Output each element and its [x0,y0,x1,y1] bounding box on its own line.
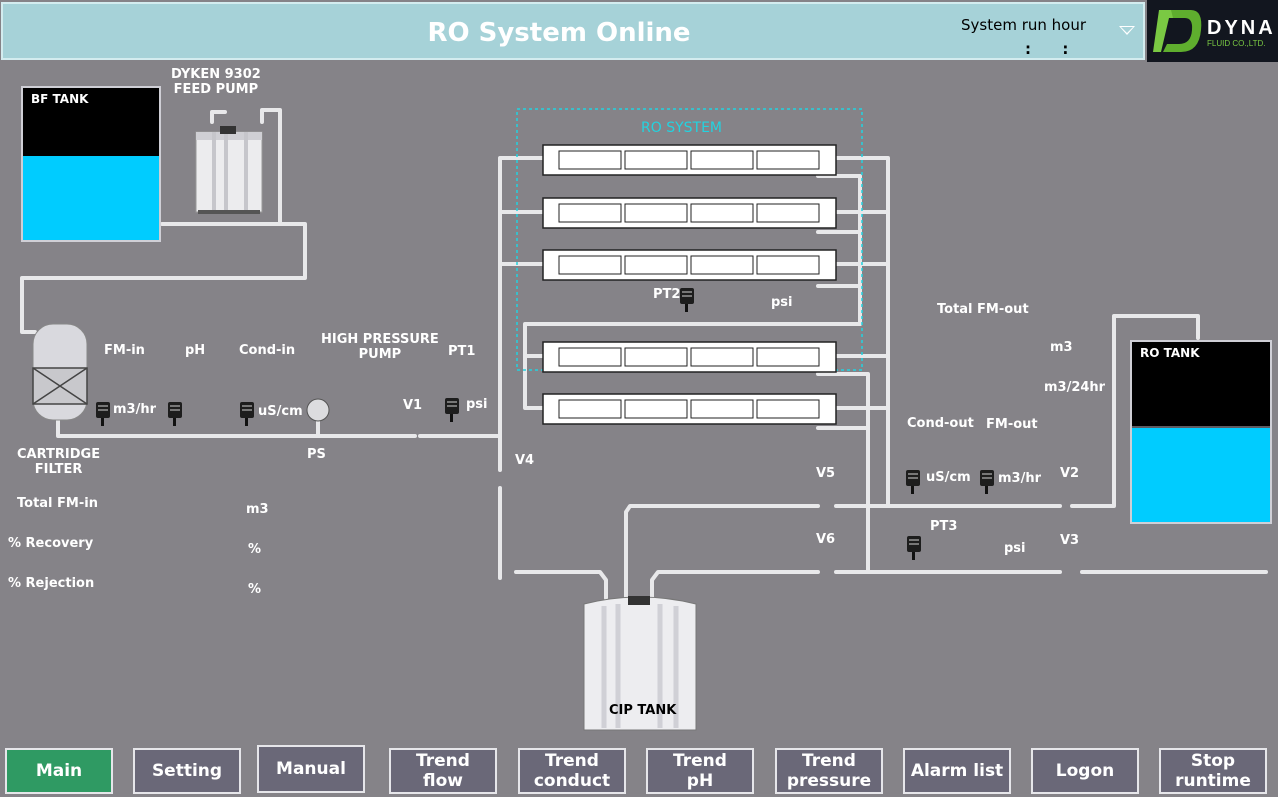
ro-membrane-element [624,399,688,419]
company-logo: DYNA FLUID CO.,LTD. [1147,0,1278,62]
recovery-label: % Recovery [8,536,94,551]
ro-membrane-element [756,255,820,275]
high-pressure-pump-icon [306,398,330,422]
ro-tank: RO TANK [1130,340,1272,524]
chevron-down-icon[interactable] [1119,26,1135,35]
ro-tank-label: RO TANK [1140,346,1200,360]
flow-sensor-icon[interactable] [980,470,994,494]
total-fm-out-unit: m3 [1050,340,1073,355]
ro-membrane-element [690,203,754,223]
ro-membrane-element [756,203,820,223]
nav-button-stop-runtime[interactable]: Stop runtime [1159,748,1267,794]
cond-out-label: Cond-out [907,416,974,431]
fm-out-unit: m3/hr [998,471,1042,486]
bf-tank-label: BF TANK [31,92,89,106]
ro-membrane-element [624,150,688,170]
pressure-sensor-icon[interactable] [445,398,459,422]
fm-out-label: FM-out [986,417,1038,432]
pt1-label: PT1 [448,344,476,359]
feed-pump-icon [195,126,263,214]
cip-tank-label: CIP TANK [609,703,677,718]
pt3-unit: psi [1004,541,1026,556]
v4-label: V4 [515,453,535,468]
ro-membrane-element [690,399,754,419]
ro-membrane-element [558,255,622,275]
cond-in-label: Cond-in [239,343,296,358]
ps-label: PS [307,447,326,462]
pressure-sensor-icon[interactable] [907,536,921,560]
conductivity-sensor-icon[interactable] [906,470,920,494]
pressure-sensor-icon[interactable] [680,288,694,312]
total-fm-in-unit: m3 [246,502,269,517]
ro-membrane-element [558,203,622,223]
pt1-unit: psi [466,397,488,412]
run-hour-value: : : [1025,40,1069,58]
nav-button-main[interactable]: Main [5,748,113,794]
fm-out-daily-unit: m3/24hr [1044,380,1106,395]
ro-membrane-element [756,399,820,419]
ph-label: pH [185,343,206,358]
fm-in-unit: m3/hr [113,402,157,417]
cartridge-filter-label: CARTRIDGE FILTER [17,447,101,477]
ro-membrane-element [756,347,820,367]
ro-membrane-element [624,347,688,367]
title-bar: RO System Online System run hour : : [1,2,1145,60]
ro-membrane-element [558,399,622,419]
ro-membrane-element [690,255,754,275]
cip-tank-icon [583,596,697,731]
ro-membrane-element [624,255,688,275]
ro-membrane-element [690,347,754,367]
ro-system-label: RO SYSTEM [641,120,722,136]
svg-text:FLUID CO.,LTD.: FLUID CO.,LTD. [1207,39,1266,48]
nav-button-setting[interactable]: Setting [133,748,241,794]
v3-label: V3 [1060,533,1080,548]
rejection-unit: % [248,582,262,597]
ro-system-boundary [516,108,863,371]
flow-sensor-icon[interactable] [96,402,110,426]
v1-label: V1 [403,398,423,413]
nav-button-alarm-list[interactable]: Alarm list [903,748,1011,794]
ro-tank-level [1132,428,1270,522]
pt2-label: PT2 [653,287,681,302]
svg-text:DYNA: DYNA [1207,17,1276,39]
total-fm-out-label: Total FM-out [937,302,1029,317]
cond-out-unit: uS/cm [926,470,971,485]
recovery-unit: % [248,542,262,557]
v2-label: V2 [1060,466,1080,481]
conductivity-sensor-icon[interactable] [240,402,254,426]
ro-membrane-element [558,150,622,170]
nav-button-manual[interactable]: Manual [257,745,365,793]
total-fm-in-label: Total FM-in [17,496,98,511]
nav-button-trend-flow[interactable]: Trend flow [389,748,497,794]
run-hour-label: System run hour [961,16,1087,34]
bf-tank-level [23,156,159,240]
pt2-unit: psi [771,295,793,310]
cond-in-unit: uS/cm [258,404,303,419]
bf-tank: BF TANK [21,86,161,242]
v6-label: V6 [816,532,836,547]
rejection-label: % Rejection [8,576,95,591]
pt3-label: PT3 [930,519,958,534]
fm-in-label: FM-in [104,343,145,358]
nav-button-trend-ph[interactable]: Trend pH [646,748,754,794]
cartridge-filter-icon [32,323,88,421]
dyna-logo-icon: DYNA FLUID CO.,LTD. [1153,10,1276,52]
ro-membrane-element [756,150,820,170]
ro-membrane-element [624,203,688,223]
membrane-array [542,144,837,425]
nav-button-trend-pressure[interactable]: Trend pressure [775,748,883,794]
feed-pump-label: DYKEN 9302 FEED PUMP [171,67,261,97]
v5-label: V5 [816,466,836,481]
nav-button-logon[interactable]: Logon [1031,748,1139,794]
nav-button-trend-conduct[interactable]: Trend conduct [518,748,626,794]
ph-sensor-icon[interactable] [168,402,182,426]
hp-pump-label: HIGH PRESSURE PUMP [321,332,439,362]
page-title: RO System Online [427,18,691,48]
ro-membrane-element [558,347,622,367]
ro-membrane-element [690,150,754,170]
